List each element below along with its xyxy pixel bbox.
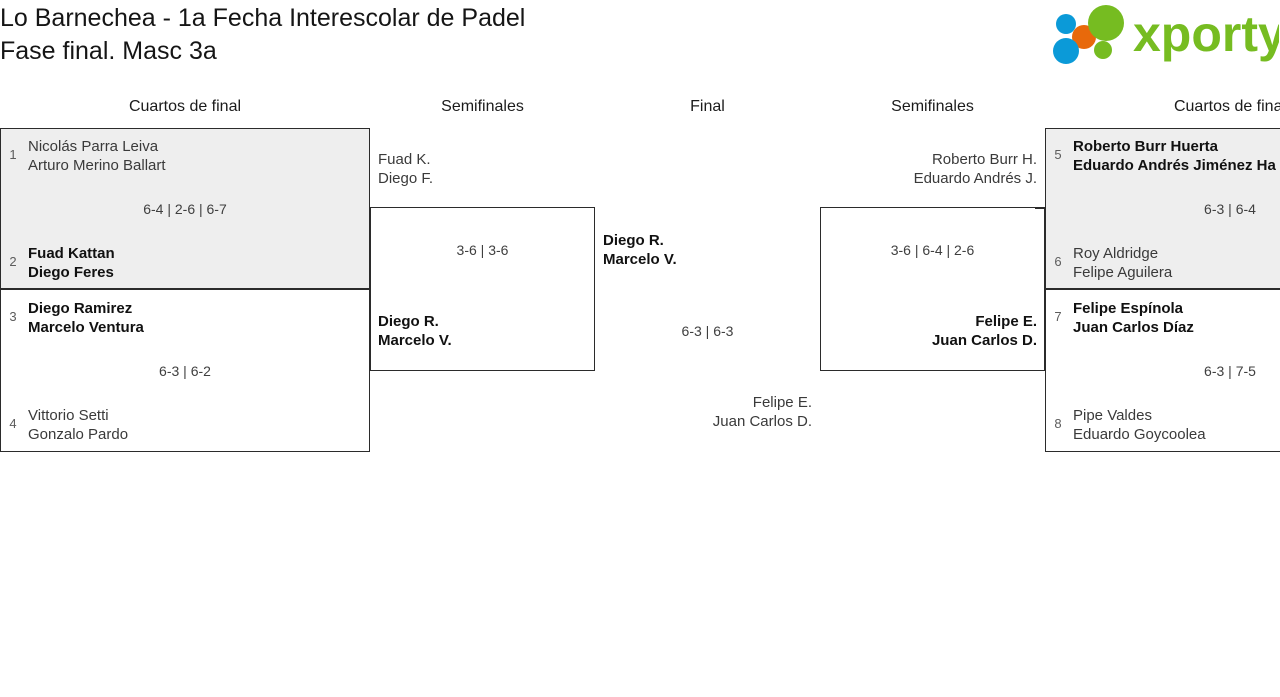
logo-dot-blue-bottom: [1053, 38, 1079, 64]
round-header-final: Final: [690, 98, 725, 115]
player-name: Felipe Espínola: [1073, 300, 1184, 317]
team-qf-left-1-top: Nicolás Parra Leiva Arturo Merino Ballar…: [28, 137, 166, 175]
player-name: Nicolás Parra Leiva: [28, 138, 159, 155]
score-qf-left-2: 6-3 | 6-2: [159, 363, 211, 379]
match-box-qf-left-1[interactable]: [0, 128, 370, 289]
player-name: Fuad Kattan: [28, 245, 115, 262]
player-name: Fuad K.: [378, 151, 431, 168]
score-sf-left: 3-6 | 3-6: [456, 242, 509, 258]
team-final-bottom: Felipe E. Juan Carlos D.: [612, 393, 812, 431]
match-box-sf-left[interactable]: [370, 207, 595, 371]
player-name: Gonzalo Pardo: [28, 426, 129, 443]
seed-number-6: 6: [1054, 254, 1062, 269]
score-qf-right-2: 6-3 | 7-5: [1204, 363, 1256, 379]
player-name: Diego Ramirez: [28, 300, 133, 317]
player-name: Roy Aldridge: [1073, 245, 1159, 262]
player-name: Diego R.: [603, 232, 664, 249]
logo-wordmark: xporty: [1133, 6, 1279, 62]
match-box-sf-right[interactable]: [820, 207, 1045, 371]
player-name: Eduardo Andrés J.: [913, 170, 1037, 187]
player-name: Marcelo V.: [603, 251, 677, 268]
player-name: Eduardo Goycoolea: [1073, 426, 1206, 443]
player-name: Juan Carlos D.: [712, 413, 812, 430]
player-name: Roberto Burr H.: [931, 151, 1037, 168]
team-sf-right-bottom: Felipe E. Juan Carlos D.: [837, 312, 1037, 350]
round-header-semifinals-right: Semifinales: [891, 98, 974, 115]
round-header-quarterfinals-right: Cuartos de final: [1173, 98, 1280, 115]
score-qf-left-1: 6-4 | 2-6 | 6-7: [143, 201, 227, 217]
match-box-qf-right-1[interactable]: [1045, 128, 1280, 289]
team-qf-left-1-bottom: Fuad Kattan Diego Feres: [28, 244, 115, 282]
team-sf-left-top: Fuad K. Diego F.: [378, 150, 433, 188]
player-name: Marcelo Ventura: [28, 319, 144, 336]
team-final-top: Diego R. Marcelo V.: [603, 231, 677, 269]
tournament-title-line-2: Fase final. Masc 3a: [0, 37, 217, 65]
team-qf-left-2-bottom: Vittorio Setti Gonzalo Pardo: [28, 406, 128, 444]
player-name: Diego Feres: [28, 264, 114, 281]
team-qf-right-2-bottom: Pipe Valdes Eduardo Goycoolea: [1073, 406, 1206, 444]
logo-dot-green-small: [1094, 41, 1112, 59]
player-name: Felipe E.: [975, 313, 1037, 330]
player-name: Arturo Merino Ballart: [28, 157, 166, 174]
player-name: Diego F.: [378, 170, 434, 187]
page-title: Lo Barnechea - 1a Fecha Interescolar de …: [0, 2, 720, 68]
team-sf-right-top: Roberto Burr H. Eduardo Andrés J.: [837, 150, 1037, 188]
seed-number-7: 7: [1054, 309, 1062, 324]
seed-number-2: 2: [9, 254, 17, 269]
player-name: Felipe E.: [752, 394, 812, 411]
seed-number-3: 3: [9, 309, 17, 324]
player-name: Roberto Burr Huerta: [1073, 138, 1219, 155]
seed-number-5: 5: [1054, 147, 1062, 162]
score-final: 6-3 | 6-3: [681, 323, 734, 339]
player-name: Eduardo Andrés Jiménez Ha: [1073, 157, 1276, 174]
player-name: Pipe Valdes: [1073, 407, 1152, 424]
score-qf-right-1: 6-3 | 6-4: [1204, 201, 1256, 217]
player-name: Juan Carlos Díaz: [1073, 319, 1194, 336]
seed-number-1: 1: [9, 147, 17, 162]
score-sf-right: 3-6 | 6-4 | 2-6: [890, 242, 975, 258]
seed-number-4: 4: [9, 416, 17, 431]
round-header-quarterfinals-left: Cuartos de final: [128, 98, 242, 115]
match-box-qf-right-2[interactable]: [1045, 289, 1280, 452]
team-sf-left-bottom: Diego R. Marcelo V.: [378, 312, 452, 350]
logo-dot-green-large: [1088, 5, 1124, 41]
team-qf-right-2-top: Felipe Espínola Juan Carlos Díaz: [1073, 299, 1194, 337]
match-box-qf-left-2[interactable]: [0, 289, 370, 452]
logo-dot-blue-top: [1056, 14, 1076, 34]
tournament-title-line-1: Lo Barnechea - 1a Fecha Interescolar de …: [0, 4, 526, 32]
xporty-logo[interactable]: xporty: [1047, 4, 1279, 68]
connector-qf-right-1: [1035, 208, 1045, 209]
player-name: Felipe Aguilera: [1073, 264, 1173, 281]
seed-number-8: 8: [1054, 416, 1062, 431]
round-header-semifinals-left: Semifinales: [441, 98, 524, 115]
player-name: Marcelo V.: [378, 332, 452, 349]
team-qf-right-1-top: Roberto Burr Huerta Eduardo Andrés Jimén…: [1073, 137, 1276, 175]
team-qf-left-2-top: Diego Ramirez Marcelo Ventura: [28, 299, 144, 337]
connector-qf-right-2: [1035, 370, 1045, 371]
player-name: Diego R.: [378, 313, 439, 330]
player-name: Vittorio Setti: [28, 407, 109, 424]
team-qf-right-1-bottom: Roy Aldridge Felipe Aguilera: [1073, 244, 1172, 282]
player-name: Juan Carlos D.: [931, 332, 1037, 349]
